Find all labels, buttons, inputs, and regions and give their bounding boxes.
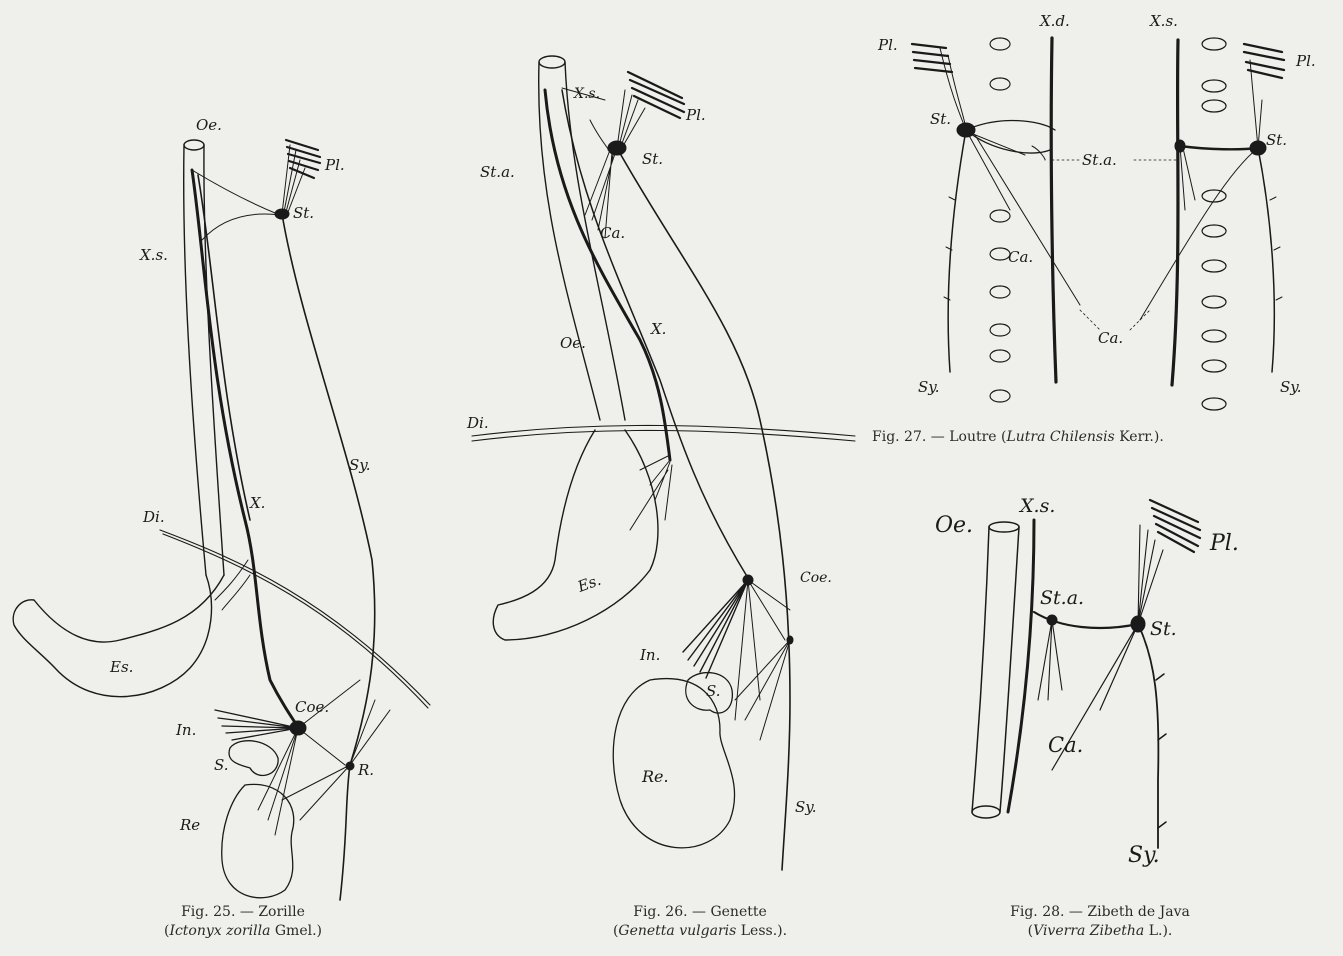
label-sympathetic: Sy. <box>795 798 817 816</box>
caption-fig-26: Fig. 26. — Genette (Genetta vulgaris Les… <box>580 903 820 941</box>
caption-species-line: (Viverra Zibetha L.). <box>980 922 1220 941</box>
label-stellate-ansa: St.a. <box>1040 587 1084 609</box>
label-stellate: St. <box>642 150 663 168</box>
diaphragm <box>160 530 430 708</box>
vertebrae-marks <box>990 38 1226 410</box>
label-pulmonary: Pl. <box>1209 531 1239 556</box>
left-vagus <box>1172 40 1178 385</box>
caption-species: Lutra Chilensis <box>1006 429 1114 445</box>
label-pulmonary: Pl. <box>324 156 345 174</box>
diaphragm <box>472 425 855 441</box>
figure-26-labels: X.s. Pl. St.a. St. Ca. Oe. X. Di. Es. Co… <box>466 86 832 816</box>
kidney <box>222 784 294 897</box>
oesophagus <box>972 522 1019 818</box>
caption-species: Viverra Zibetha <box>1033 923 1144 939</box>
label-stomach: Es. <box>574 571 603 596</box>
label-pulmonary-left: Pl. <box>877 36 898 54</box>
label-oesophagus: Oe. <box>560 334 586 352</box>
caption-author: Gmel.) <box>270 923 322 939</box>
caption-species-line: (Ictonyx zorilla Gmel.) <box>133 922 353 941</box>
label-vagus-left: X.s. <box>1149 12 1178 30</box>
right-sympathetic <box>1140 44 1284 372</box>
caption-species: Genetta vulgaris <box>618 923 736 939</box>
label-stomach: Es. <box>109 658 133 676</box>
leader-lines <box>1052 160 1176 330</box>
label-sympathetic-left: Sy. <box>918 378 940 396</box>
label-stellate-right: St. <box>1266 131 1287 149</box>
label-stellate-left: St. <box>930 110 951 128</box>
label-kidney: Re. <box>641 767 669 786</box>
caption-fig-25: Fig. 25. — Zorille (Ictonyx zorilla Gmel… <box>133 903 353 941</box>
kidney <box>613 679 734 848</box>
label-sympathetic-right: Sy. <box>1280 378 1302 396</box>
label-diaphragm: Di. <box>466 414 489 432</box>
label-coeliac: Coe. <box>295 698 329 716</box>
sympathetic-chain <box>282 214 375 900</box>
label-coeliac: Coe. <box>800 570 832 586</box>
suprarenal <box>229 741 278 776</box>
label-vagus-left: X.s. <box>139 246 168 264</box>
label-vagus-left: X.s. <box>1018 495 1055 517</box>
label-vagus-right: X.d. <box>1039 12 1070 30</box>
figure-27-loutre: Pl. X.d. X.s. Pl. St. St.a. St. Ca. Ca. … <box>877 12 1316 410</box>
sympathetic-chain <box>1138 624 1158 848</box>
label-vagus: X. <box>650 320 666 338</box>
figure-26-genette: X.s. Pl. St.a. St. Ca. Oe. X. Di. Es. Co… <box>466 56 855 870</box>
label-vagus-left: X.s. <box>573 86 600 102</box>
label-diaphragm: Di. <box>142 508 165 526</box>
label-pulmonary-right: Pl. <box>1295 52 1316 70</box>
label-kidney: Re <box>179 816 200 834</box>
caption-title: Fig. 25. — Zorille <box>133 903 353 922</box>
label-sympathetic: Sy. <box>349 456 371 474</box>
label-stellate: St. <box>1150 618 1177 640</box>
stomach <box>493 430 658 640</box>
caption-title: Fig. 27. — Loutre ( <box>872 429 1006 445</box>
label-oesophagus: Oe. <box>935 513 973 538</box>
caption-fig-28: Fig. 28. — Zibeth de Java (Viverra Zibet… <box>980 903 1220 941</box>
label-stellate-ansa: St.a. <box>1082 151 1117 169</box>
label-suprarenal: S. <box>214 756 229 774</box>
label-stellate: St. <box>293 204 314 222</box>
label-intestinal: In. <box>639 646 660 664</box>
label-vagus: X. <box>249 494 265 512</box>
stomach <box>13 575 224 697</box>
caption-title: Fig. 28. — Zibeth de Java <box>980 903 1220 922</box>
vagus-nerve <box>192 170 300 730</box>
coeliac-ganglion <box>683 575 793 740</box>
label-suprarenal: S. <box>706 682 721 700</box>
caption-fig-27: Fig. 27. — Loutre (Lutra Chilensis Kerr.… <box>872 428 1332 447</box>
label-oesophagus: Oe. <box>196 116 222 134</box>
label-cardiac: Ca. <box>600 224 625 242</box>
label-renal: R. <box>357 761 374 779</box>
figure-25-zorille: Oe. Pl. St. X.s. Sy. X. Di. Es. Coe. In.… <box>13 116 430 900</box>
label-cardiac-bottom: Ca. <box>1098 329 1123 347</box>
label-pulmonary: Pl. <box>685 106 706 124</box>
caption-species: Ictonyx zorilla <box>169 923 270 939</box>
caption-author: Kerr.). <box>1115 429 1164 445</box>
caption-title: Fig. 26. — Genette <box>580 903 820 922</box>
figure-28-zibeth: Oe. X.s. Pl. St.a. St. Ca. Sy. <box>935 495 1239 868</box>
label-stellate-ansa: St.a. <box>480 163 515 181</box>
caption-species-line: (Genetta vulgaris Less.). <box>580 922 820 941</box>
vagus-nerve <box>1008 520 1034 812</box>
label-cardiac: Ca. <box>1048 733 1083 757</box>
label-cardiac-top: Ca. <box>1008 248 1033 266</box>
caption-author: Less.). <box>736 923 787 939</box>
right-vagus <box>1051 38 1056 382</box>
label-intestinal: In. <box>175 721 196 739</box>
oesophagus <box>184 140 224 575</box>
caption-author: L.). <box>1144 923 1172 939</box>
label-sympathetic: Sy. <box>1128 843 1160 868</box>
